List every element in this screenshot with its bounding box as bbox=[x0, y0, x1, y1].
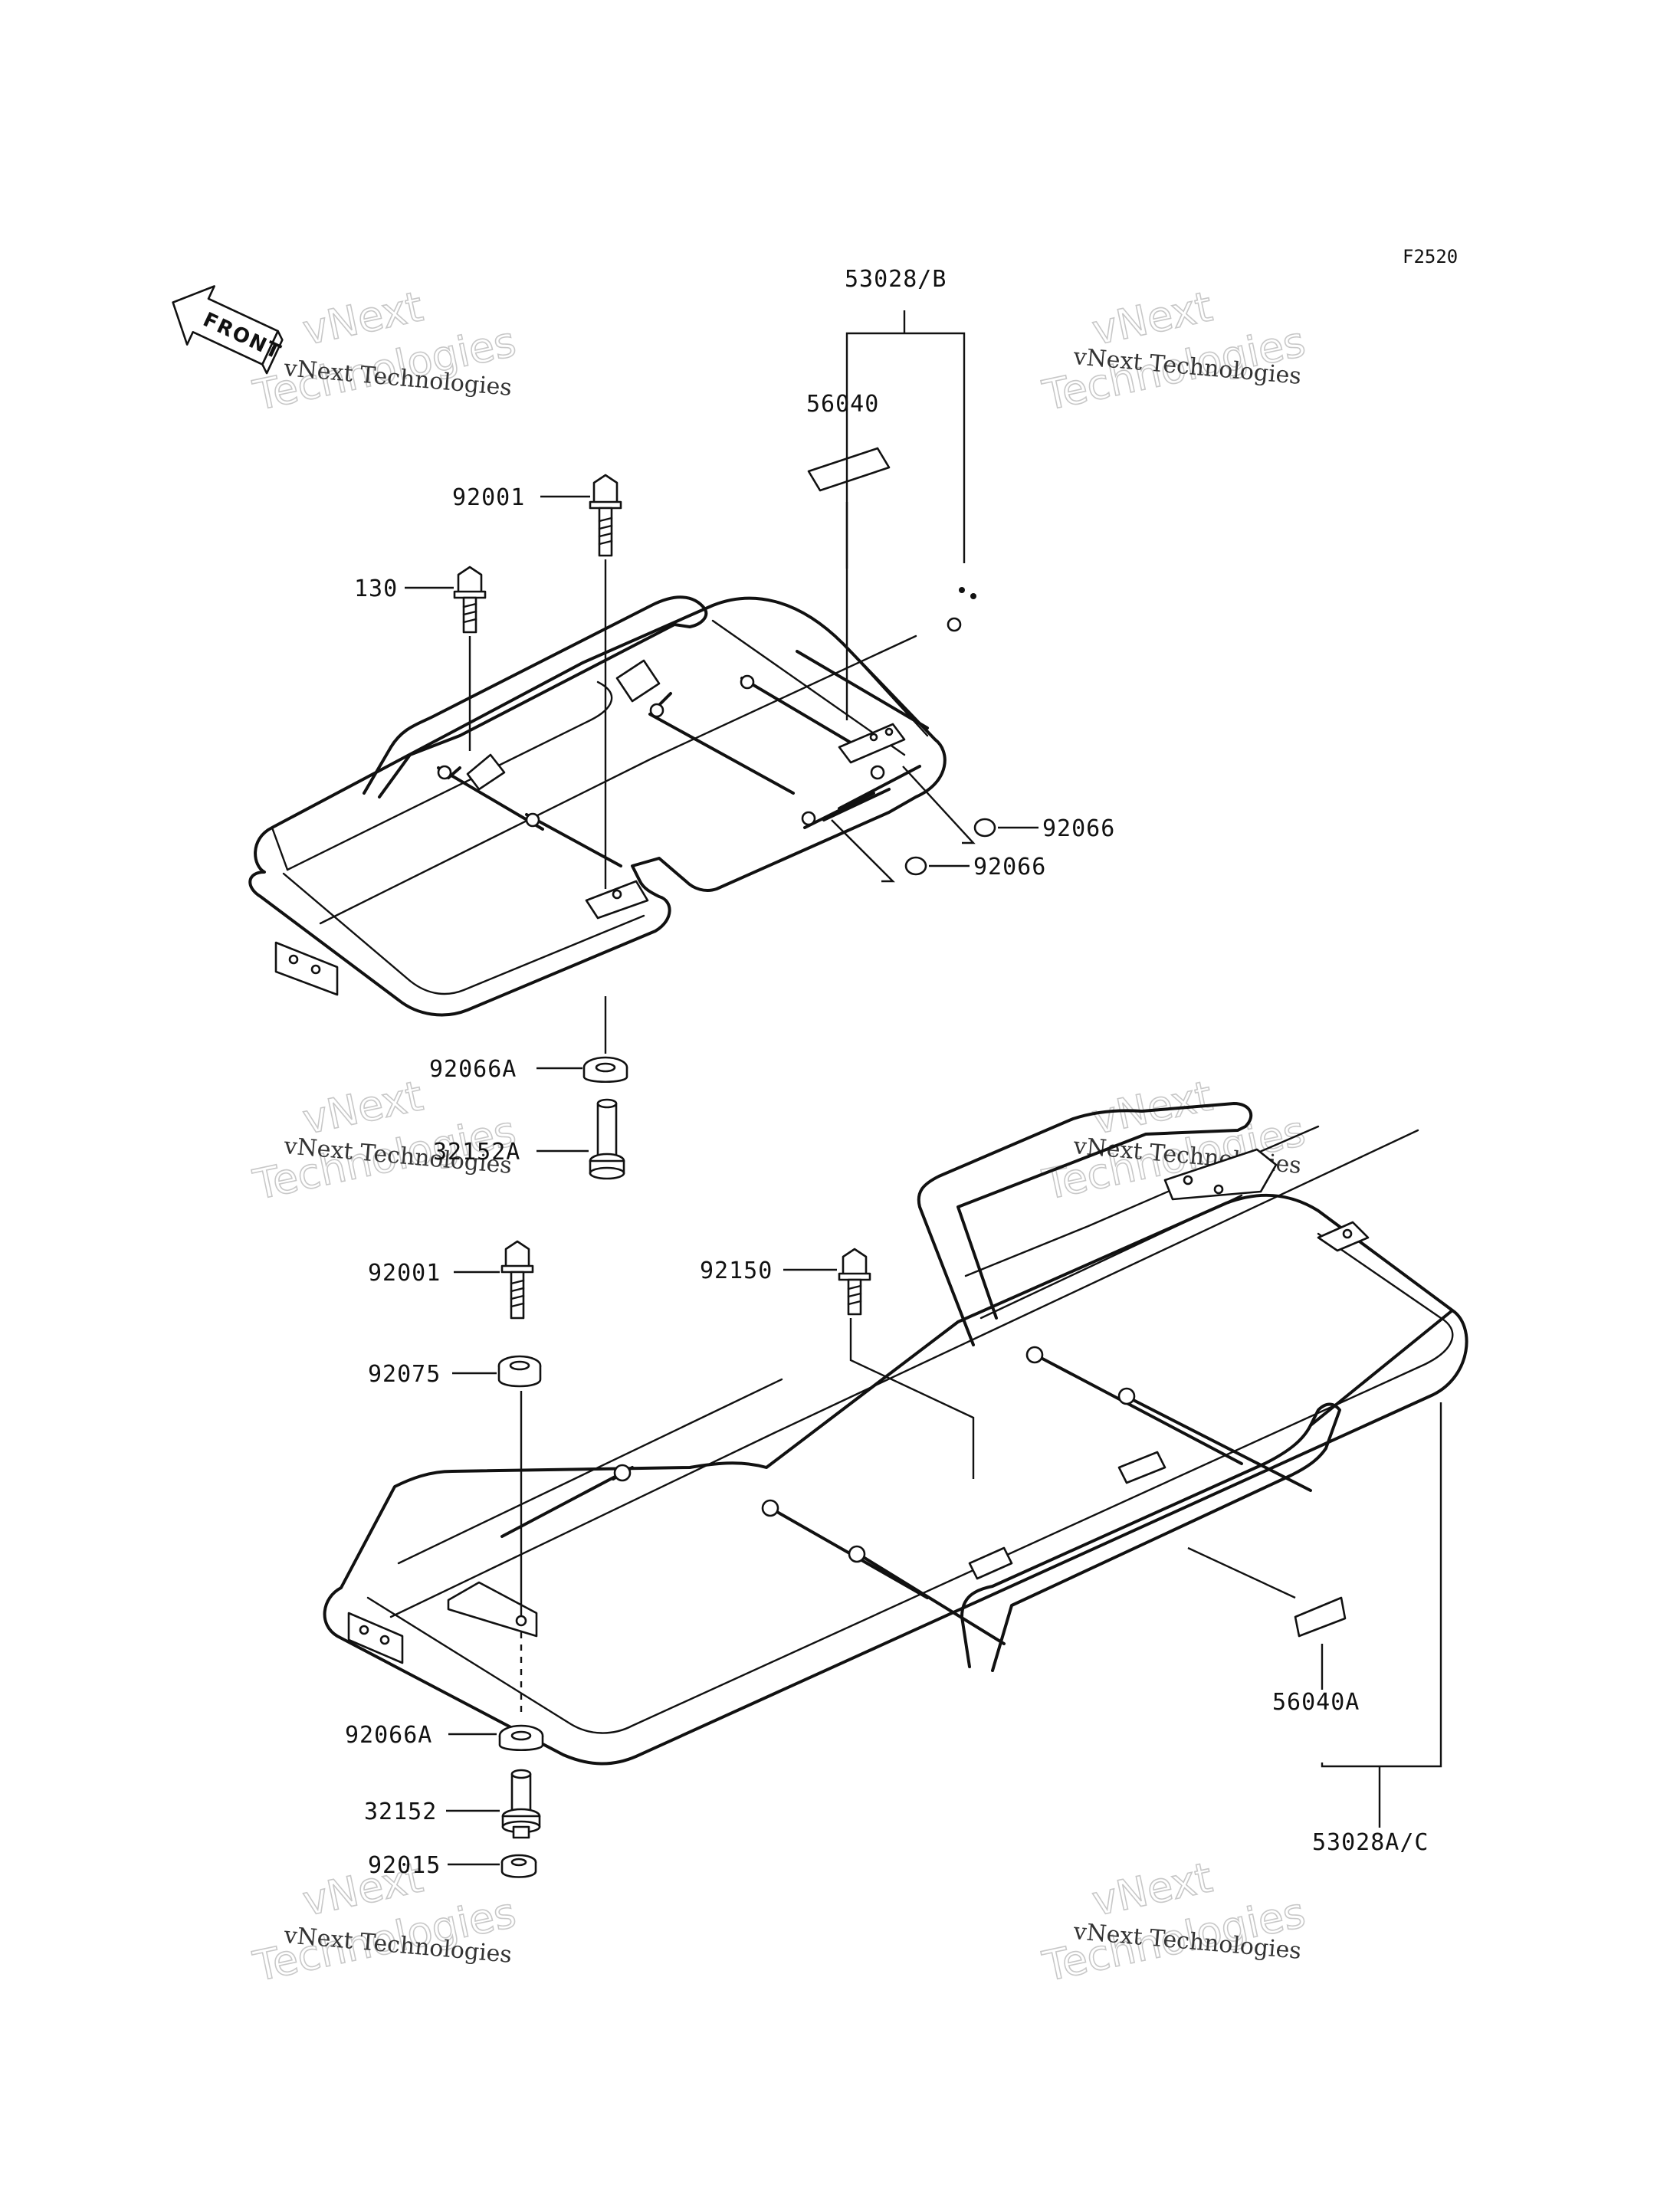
label-92066a-bottom: 92066A bbox=[345, 1722, 432, 1749]
rear-rack-bracket-right bbox=[1117, 1451, 1166, 1484]
label-32152a: 32152A bbox=[433, 1139, 520, 1166]
label-92075: 92075 bbox=[368, 1361, 441, 1388]
rear-rack-inner-tube bbox=[366, 1129, 1454, 1734]
bolt-130-icon bbox=[453, 566, 487, 634]
front-rack-outer-tube bbox=[248, 596, 947, 1017]
rear-rack-side-handle bbox=[960, 1402, 1341, 1672]
part-labels: 53028/B 56040 92001 130 92066 92066 9206… bbox=[345, 266, 1429, 1879]
front-rack-bracket-right bbox=[838, 723, 906, 764]
rear-rack-bracket-left bbox=[447, 1581, 538, 1638]
label-plate-56040-icon bbox=[807, 447, 891, 492]
rear-rack-crossbars bbox=[500, 1309, 1454, 1645]
front-rack-side-guard bbox=[363, 595, 708, 798]
front-rack-bracket-left bbox=[466, 753, 506, 791]
label-plate-56040a-icon bbox=[1294, 1596, 1347, 1638]
leader-lines bbox=[405, 310, 1442, 1866]
grommet-92075-icon bbox=[497, 1355, 542, 1388]
label-53028-b: 53028/B bbox=[845, 266, 947, 293]
front-rack-mount-tab bbox=[274, 941, 339, 996]
label-92015: 92015 bbox=[368, 1852, 441, 1879]
washer-92066a-bottom-icon bbox=[498, 1724, 544, 1751]
washer-92066a-top-icon bbox=[582, 1056, 628, 1083]
collar-92066-b-icon bbox=[904, 856, 927, 876]
front-rack-inner-tube bbox=[282, 635, 917, 995]
rear-rack-backrest bbox=[917, 1102, 1253, 1346]
label-92066a-top: 92066A bbox=[429, 1056, 517, 1083]
rear-rack-outer-tube bbox=[323, 1193, 1468, 1766]
bolt-92001-top-icon bbox=[589, 474, 622, 557]
bolt-92001-bottom-icon bbox=[500, 1240, 534, 1320]
label-92001-bottom: 92001 bbox=[368, 1260, 441, 1287]
label-53028a-c: 53028A/C bbox=[1312, 1829, 1429, 1856]
label-32152: 32152 bbox=[364, 1799, 437, 1825]
watermark-bottom-right: vNext Technologies bbox=[1038, 1852, 1310, 1991]
collar-92066-a-icon bbox=[973, 818, 996, 838]
front-carrier-rack bbox=[248, 587, 976, 1017]
front-rack-crossbars bbox=[437, 617, 962, 867]
label-56040a: 56040A bbox=[1272, 1689, 1360, 1716]
collar-32152a-icon bbox=[589, 1098, 625, 1180]
front-rack-bracket-mid bbox=[615, 659, 661, 703]
label-92150: 92150 bbox=[700, 1258, 773, 1284]
rear-rack-bracket-mid bbox=[968, 1546, 1013, 1580]
figure-code: F2520 bbox=[1403, 246, 1458, 267]
watermark-top-right: vNext Technologies bbox=[1038, 281, 1310, 420]
rear-rack-bracket-back bbox=[1317, 1221, 1370, 1252]
label-92066-b: 92066 bbox=[973, 854, 1046, 880]
rear-carrier-rack bbox=[323, 1102, 1468, 1766]
label-130: 130 bbox=[354, 575, 398, 602]
front-arrow-icon: FRONT bbox=[172, 285, 285, 375]
rear-rack-bracket-top bbox=[1163, 1148, 1278, 1201]
label-56040: 56040 bbox=[806, 391, 879, 418]
label-92001-top: 92001 bbox=[452, 484, 525, 511]
nut-92015-icon bbox=[500, 1854, 537, 1878]
collar-32152-icon bbox=[501, 1769, 541, 1839]
bolt-92150-icon bbox=[838, 1248, 871, 1316]
front-rack-bracket-front bbox=[585, 880, 649, 920]
label-92066-a: 92066 bbox=[1042, 815, 1115, 842]
